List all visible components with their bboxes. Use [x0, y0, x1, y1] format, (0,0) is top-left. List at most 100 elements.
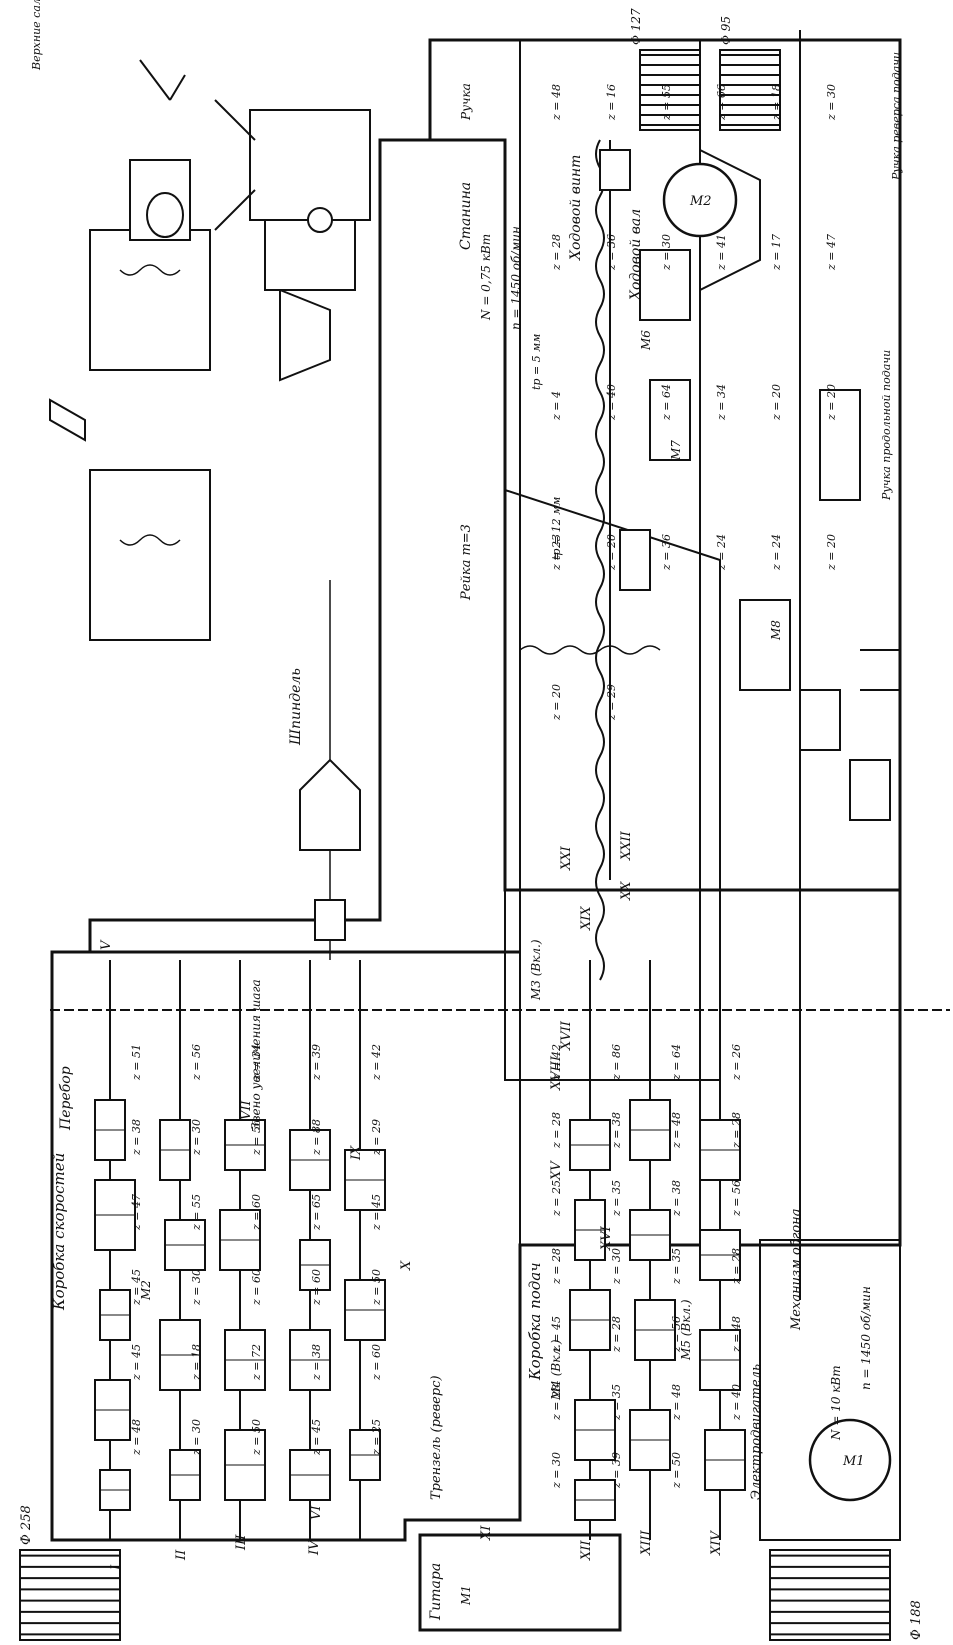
gear-label: z = 30 [610, 1248, 623, 1285]
pulley-top2 [719, 49, 781, 131]
label-roman_XV: XV [549, 1160, 564, 1181]
label-roman_XXII: XXII [619, 830, 634, 861]
label-roman_XI: XI [479, 1525, 494, 1541]
gear-label: z = 30 [550, 1452, 563, 1489]
label-roman_IX: IX [349, 1145, 364, 1161]
carriage-assembly [49, 59, 761, 641]
apron-gear-c [649, 379, 691, 461]
gear-label: z = 64 [660, 384, 673, 421]
gear-label: z = 51 [130, 1044, 143, 1081]
gear-label: z = 41 [715, 234, 728, 271]
gear-label: z = 25 [370, 1419, 383, 1456]
gear-label: z = 39 [310, 1044, 323, 1081]
gear-label: z = 38 [130, 1119, 143, 1156]
lead-screw-thread [595, 139, 605, 981]
label-roman_XIV: XIV [709, 1530, 724, 1556]
gear-label: z = 88 [310, 1119, 323, 1156]
apron-handles [860, 649, 900, 691]
gear-label: z = 23 [550, 534, 563, 571]
label-clutch_M5: M5 (Вкл.) [679, 1299, 693, 1361]
label-clutch_M6: M6 [639, 330, 653, 351]
top-slide-body [89, 229, 211, 371]
label-handle_reverse: Ручка реверса подачи [890, 52, 903, 181]
label-trenzel: Трензель (реверс) [429, 1375, 444, 1500]
gear-label: z = 29 [605, 684, 618, 721]
label-overrun_mech: Механизм обгона [789, 1209, 804, 1332]
apron-mechanism [599, 149, 900, 821]
label-feed_shaft: Ходовой вал [628, 209, 644, 301]
label-belt_top2: Ф 95 [719, 16, 733, 45]
label-feed_drive_link: Звено увеличения шага [249, 979, 263, 1130]
overrun-box [759, 1239, 901, 1541]
label-roman_XX: XX [619, 881, 634, 901]
gear-label: z = 56 [190, 1044, 203, 1081]
gear-label: z = 45 [370, 1194, 383, 1231]
gear-label: z = 38 [670, 1180, 683, 1217]
gear-label: z = 28 [550, 1384, 563, 1421]
gear-label: z = 86 [610, 1044, 623, 1081]
gear-label: z = 48 [130, 1419, 143, 1456]
pulley-top2-rim [719, 49, 781, 131]
cross-slide-screw [119, 534, 181, 546]
gear-label: z = 24 [770, 534, 783, 571]
motors [662, 162, 892, 1502]
apron-gear-g [849, 759, 891, 821]
label-belt_top: Ф 127 [629, 8, 643, 45]
gear-label: z = 28 [550, 1112, 563, 1149]
gear-label: z = 35 [670, 1248, 683, 1285]
gear-label: z = 20 [605, 534, 618, 571]
pulley-top [639, 49, 701, 131]
label-feed_box: Коробка подач [526, 1262, 544, 1381]
tailstock-body [249, 109, 371, 221]
pulley-right [769, 1549, 891, 1641]
pulley-left-rim [19, 1549, 121, 1641]
label-fast_motor_spec: N = 0,75 кВт [479, 234, 493, 321]
label-roman_I: I [109, 1564, 124, 1571]
label-motor_m1: М1 [842, 1454, 865, 1469]
label-pitch_12: tp = 12 мм [550, 497, 563, 560]
label-roman_XIX: XIX [579, 906, 594, 931]
bed-outline [428, 38, 902, 890]
gear-blocks [94, 1099, 746, 1521]
gear-label: z = 40 [605, 384, 618, 421]
label-roman_VII: VII [239, 1099, 254, 1120]
gear-label: z = 28 [550, 1248, 563, 1285]
nut-thread [519, 645, 661, 655]
gear-label: z = 66 [715, 84, 728, 121]
label-main_motor_spec: N = 10 кВт [829, 1365, 843, 1441]
gear-label: z = 28 [730, 1248, 743, 1285]
label-apron_handle: Ручка продольной подачи [880, 350, 893, 501]
gear-label: z = 34 [715, 384, 728, 421]
label-clutch_M8: M8 [769, 620, 783, 641]
gear-label: z = 39 [610, 1452, 623, 1489]
gear-label: z = 38 [310, 1344, 323, 1381]
spindle-cone [299, 758, 361, 851]
label-roman_XVIII: XVIII [549, 1055, 564, 1091]
gear-label: z = 60 [250, 1194, 263, 1231]
apron-gear-e [739, 599, 791, 691]
label-clutch_M1: M1 [459, 1585, 473, 1606]
gear-label: z = 30 [190, 1419, 203, 1456]
gear-label: z = 55 [660, 84, 673, 121]
gear-label: z = 17 [770, 234, 783, 271]
gear-label: z = 20 [770, 384, 783, 421]
gear-label: z = 50 [250, 1419, 263, 1456]
gear-label: z = 28 [550, 234, 563, 271]
label-pitch_5: tp = 5 мм [530, 334, 543, 390]
gear-label: z = 42 [370, 1044, 383, 1081]
label-roman_XVII: XVII [559, 1020, 574, 1051]
gear-label: z = 25 [550, 1180, 563, 1217]
label-roman_III: III [234, 1534, 249, 1551]
label-gearbox_speeds: Коробка скоростей [50, 1153, 68, 1311]
fast-motor-m2 [662, 162, 738, 238]
tailstock-center [279, 288, 331, 382]
gear-label: z = 60 [310, 1269, 323, 1306]
gear-label: z = 40 [730, 1384, 743, 1421]
tailstock-lines [214, 99, 256, 231]
tool-post-handle [139, 59, 186, 101]
gear-label: z = 45 [130, 1269, 143, 1306]
label-spindle: Шпиндель [288, 668, 304, 746]
apron-gear-a [599, 149, 631, 191]
gear-label: z = 60 [370, 1344, 383, 1381]
